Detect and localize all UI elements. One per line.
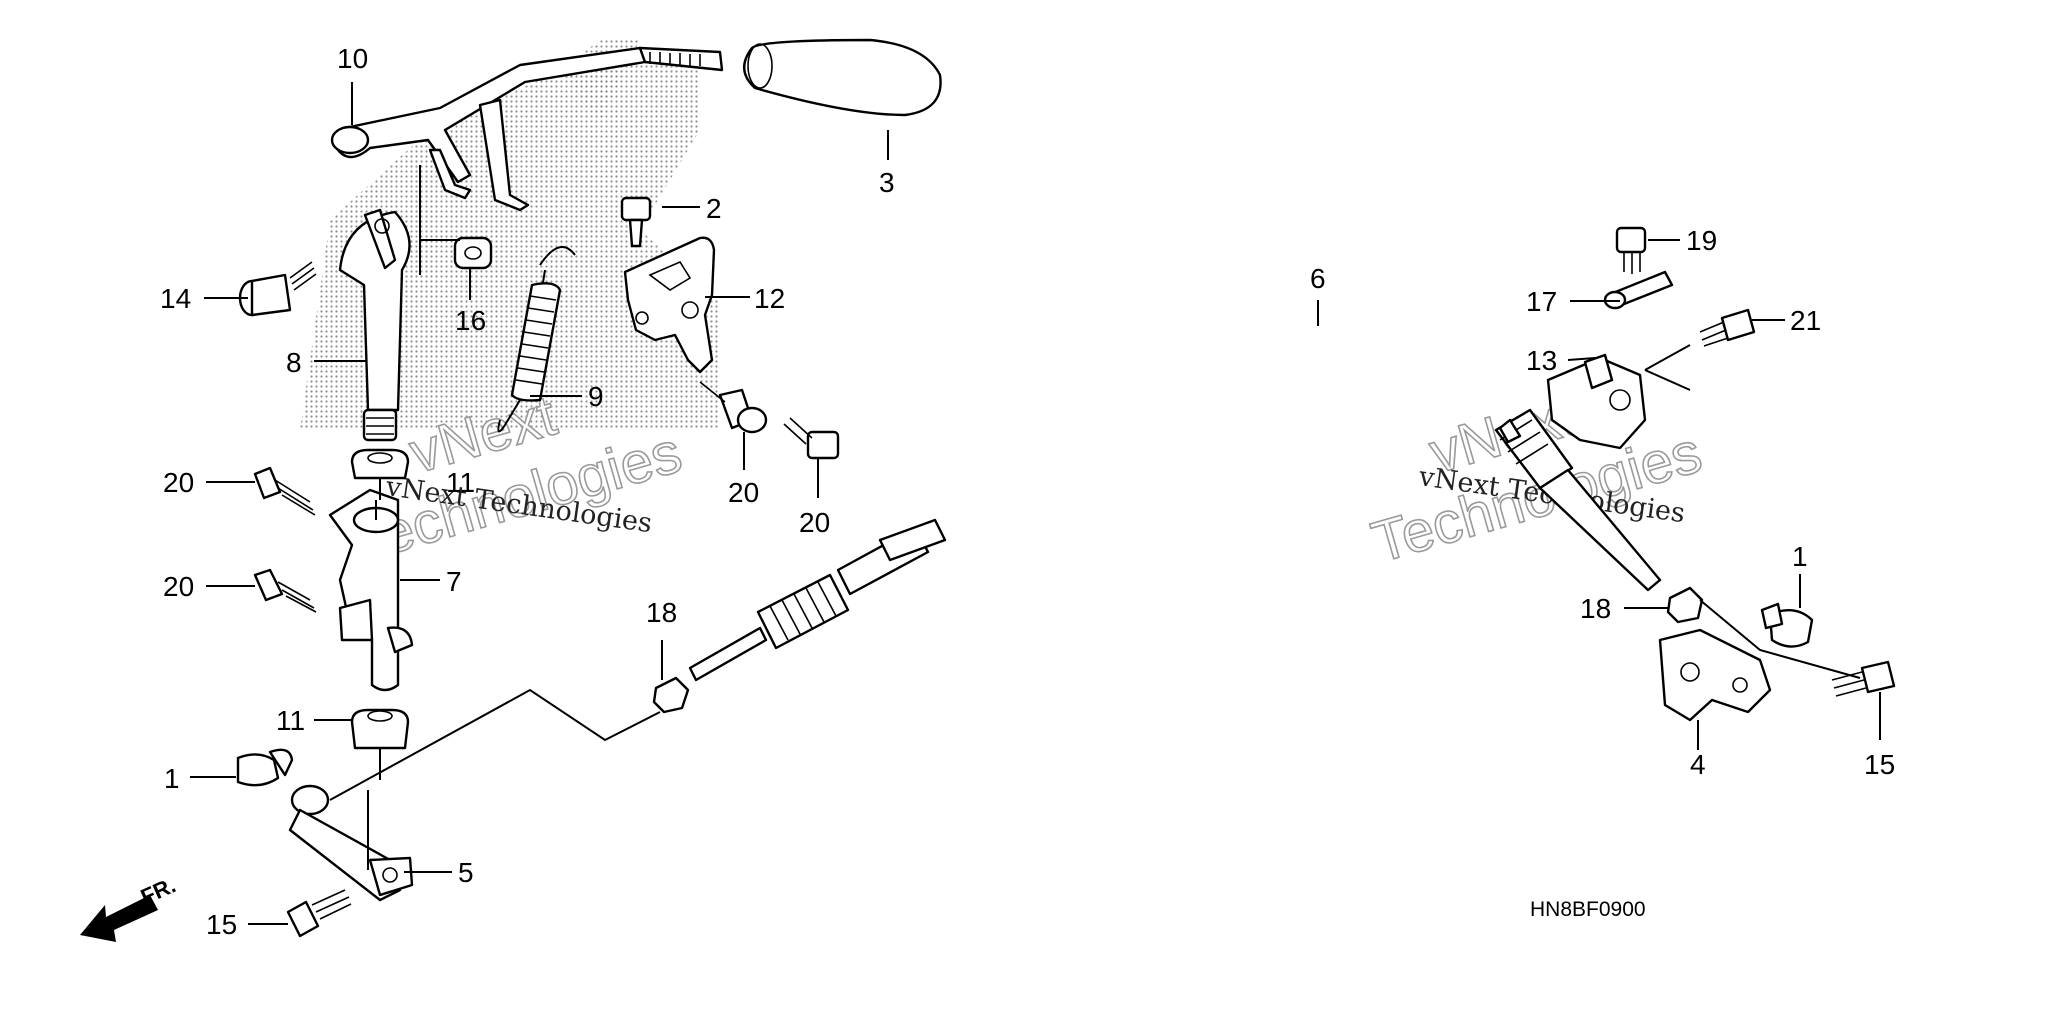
part-bolt — [620, 196, 652, 248]
part-housing — [328, 488, 414, 692]
part-clip — [1603, 270, 1674, 310]
callout-5: 5 — [458, 857, 474, 888]
callout-11: 11 — [276, 705, 305, 736]
part-ball-joint-left — [236, 748, 294, 787]
callout-labels: 10 3 2 14 16 12 8 9 20 20 20 20 11 7 11 … — [160, 43, 1895, 940]
callout-17: 17 — [1526, 286, 1557, 317]
callout-20: 20 — [728, 477, 759, 508]
callout-7: 7 — [446, 566, 462, 597]
callout-13: 13 — [1526, 345, 1557, 376]
callout-9: 9 — [588, 381, 604, 412]
callout-4: 4 — [1690, 749, 1706, 780]
part-bolt-20-mid-left — [253, 568, 317, 613]
part-shaft — [338, 208, 411, 442]
callout-1: 1 — [1792, 541, 1808, 572]
callout-12: 12 — [754, 283, 785, 314]
part-arm — [288, 784, 414, 902]
part-bolt-20-top-left — [253, 466, 316, 516]
part-bolt-20-upper — [699, 381, 768, 434]
callout-6: 6 — [1310, 263, 1326, 294]
callout-1: 1 — [164, 763, 180, 794]
diagram-code: HN8BF0900 — [1530, 898, 1646, 921]
callout-20: 20 — [799, 507, 830, 538]
part-lever-arm — [330, 46, 724, 212]
part-ball-joint-right — [1760, 602, 1814, 648]
leader-lines — [190, 82, 1881, 925]
front-direction-arrow: FR. — [80, 872, 179, 942]
callout-15: 15 — [206, 909, 237, 940]
part-bushing-lower — [350, 708, 410, 750]
part-bolt-20-right — [783, 417, 840, 460]
callout-2: 2 — [706, 193, 722, 224]
part-plate — [623, 236, 716, 374]
callout-15: 15 — [1864, 749, 1895, 780]
callout-20: 20 — [163, 467, 194, 498]
part-spring — [497, 246, 576, 433]
part-nut-right — [1666, 586, 1704, 624]
callout-20: 20 — [163, 571, 194, 602]
part-grip — [743, 38, 942, 117]
callout-10: 10 — [337, 43, 368, 74]
callout-18: 18 — [1580, 593, 1611, 624]
callout-14: 14 — [160, 283, 191, 314]
part-bolt-15-left — [286, 889, 352, 938]
part-bolt-14 — [238, 261, 317, 317]
callout-3: 3 — [879, 167, 895, 198]
part-collar — [453, 236, 493, 270]
callout-16: 16 — [455, 305, 486, 336]
part-bolt-19 — [1615, 226, 1647, 274]
part-bolt-21 — [1699, 308, 1756, 347]
part-cable — [688, 322, 1662, 682]
part-nut-left — [652, 676, 690, 714]
callout-11: 11 — [446, 467, 475, 498]
part-joint-arm — [1658, 628, 1772, 722]
callout-8: 8 — [286, 347, 302, 378]
part-bolt-15-right — [1831, 660, 1896, 697]
part-bracket — [1546, 353, 1647, 450]
callout-19: 19 — [1686, 225, 1717, 256]
callout-21: 21 — [1790, 305, 1821, 336]
part-bushing-upper — [350, 448, 410, 480]
callout-18: 18 — [646, 597, 677, 628]
